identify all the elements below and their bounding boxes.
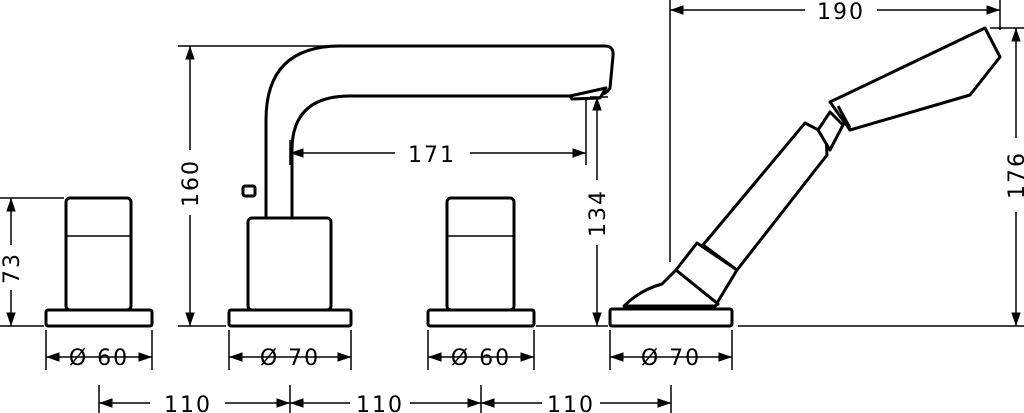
dimension-lines [6,5,1021,408]
spout-outlet-height-label: 134 [586,189,611,237]
handshower-width-label: 190 [817,0,865,25]
spacing-1-label: 110 [164,393,212,413]
left-valve [44,196,154,328]
valve-right-diameter-label: Ø 60 [451,346,511,371]
spacing-3-label: 110 [547,393,595,413]
spout-height-label: 160 [179,159,204,207]
right-valve [426,196,536,328]
handshower-base-diameter-label: Ø 70 [641,346,701,371]
spout [227,44,615,328]
spout-reach-label: 171 [408,143,456,168]
spacing-2-label: 110 [356,393,404,413]
valve-left-diameter-label: Ø 60 [69,346,129,371]
handshower-height-label: 176 [1005,151,1024,199]
valve-height-label: 73 [0,252,25,284]
spout-diameter-label: Ø 70 [260,346,320,371]
hand-shower [608,26,1002,328]
